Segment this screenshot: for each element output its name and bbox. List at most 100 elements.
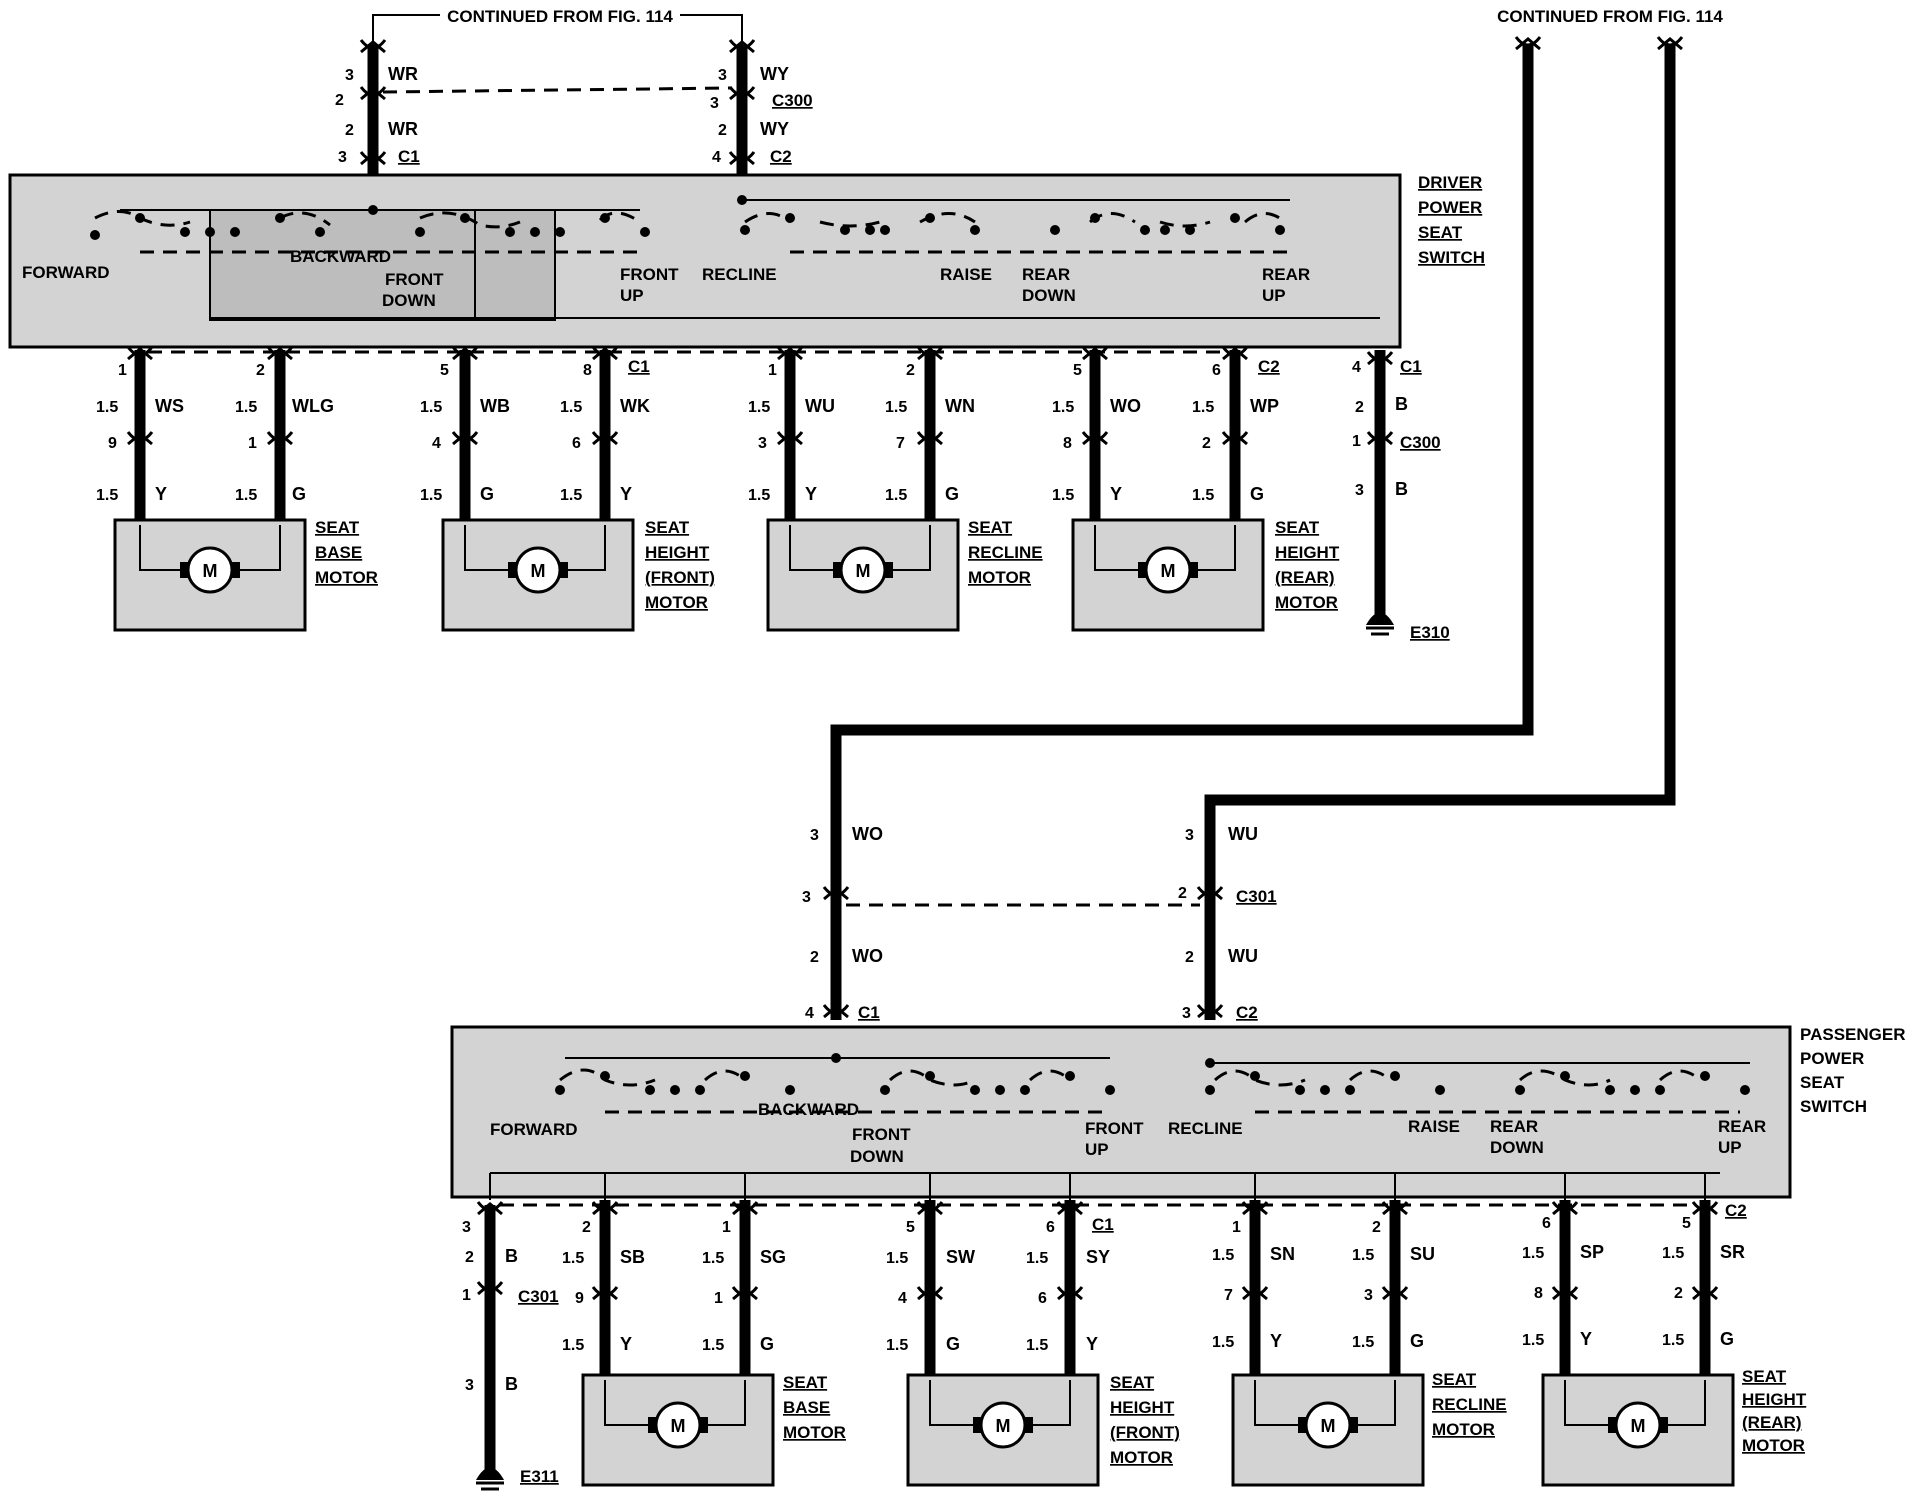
continued-label-right: CONTINUED FROM FIG. 114 <box>1497 7 1723 26</box>
driver-c300-link <box>382 86 733 94</box>
motor-icon: M <box>1608 1401 1668 1449</box>
wire-color: WR <box>388 64 418 84</box>
pin: 3 <box>338 149 347 166</box>
wire-color: WU <box>1228 824 1258 844</box>
motor-label: HEIGHT <box>645 543 710 562</box>
motor-symbol: M <box>1631 1416 1646 1436</box>
wire-color: WS <box>155 396 184 416</box>
passenger-fn-raise: RAISE <box>1408 1117 1460 1136</box>
wire-color: SW <box>946 1247 975 1267</box>
driver-out-2: 2 1.5 WLG 1 1.5 G <box>235 345 334 525</box>
passenger-fn-forward: FORWARD <box>490 1120 578 1139</box>
pin: 8 <box>583 362 592 379</box>
motor-label: MOTOR <box>783 1423 846 1442</box>
wire-color: Y <box>805 484 817 504</box>
motor-icon: M <box>648 1401 708 1449</box>
pin: 6 <box>1038 1290 1047 1307</box>
connector-c2: C2 <box>1258 357 1280 376</box>
driver-seat-base-motor: M SEAT BASE MOTOR <box>113 518 378 632</box>
motor-label: HEIGHT <box>1742 1390 1807 1409</box>
wire-size: 1.5 <box>1052 487 1074 504</box>
driver-motors: M SEAT BASE MOTOR M SEAT HEIGHT (FRONT) … <box>113 518 1340 632</box>
pin: 3 <box>1355 482 1364 499</box>
wire-size: 1.5 <box>1522 1245 1544 1262</box>
wire-color: B <box>505 1374 518 1394</box>
driver-ground: 4 C1 2 B 1 C300 3 B E310 <box>1352 350 1450 642</box>
wire-size: 1.5 <box>1052 399 1074 416</box>
continued-label-left: CONTINUED FROM FIG. 114 <box>447 7 673 26</box>
driver-fn-front-2: FRONT <box>620 265 679 284</box>
passenger-fn-down-1: DOWN <box>850 1147 904 1166</box>
driver-fn-front-1: FRONT <box>385 270 444 289</box>
wire-size: 1.5 <box>1026 1337 1048 1354</box>
wire-color: SU <box>1410 1244 1435 1264</box>
wire-size: 1.5 <box>1026 1250 1048 1267</box>
wire-size: 1.5 <box>235 399 257 416</box>
wire-size: 1.5 <box>96 487 118 504</box>
wire-color: Y <box>1110 484 1122 504</box>
pin: 7 <box>1224 1287 1233 1304</box>
driver-out-8: 6 1.5 WP C2 2 1.5 G <box>1192 345 1280 525</box>
wire-color: G <box>1720 1329 1734 1349</box>
wire-size: 1.5 <box>420 399 442 416</box>
wire-size: 1.5 <box>1212 1247 1234 1264</box>
wire-color: Y <box>155 484 167 504</box>
wire-color: SY <box>1086 1247 1110 1267</box>
wire-color: B <box>1395 479 1408 499</box>
pin: 3 <box>810 827 819 844</box>
pin: 2 <box>256 362 265 379</box>
driver-out-4: 8 1.5 WK C1 6 1.5 Y <box>560 345 650 525</box>
pin: 2 <box>1185 949 1194 966</box>
wire-size: 1.5 <box>748 487 770 504</box>
passenger-fn-up-2: UP <box>1085 1140 1109 1159</box>
pin: 7 <box>896 435 905 452</box>
passenger-switch-label: PASSENGER POWER SEAT SWITCH <box>1800 1025 1906 1116</box>
motor-label: BASE <box>315 543 362 562</box>
motor-icon: M <box>508 546 568 594</box>
label-line: POWER <box>1800 1049 1864 1068</box>
wire-size: 1.5 <box>1522 1332 1544 1349</box>
pin: 3 <box>462 1219 471 1236</box>
wire-size: 1.5 <box>885 399 907 416</box>
motor-label: MOTOR <box>1742 1436 1805 1455</box>
driver-fn-down-3: DOWN <box>1022 286 1076 305</box>
ground-e311: E311 <box>520 1467 559 1486</box>
motor-label: MOTOR <box>1110 1448 1173 1467</box>
wire-color: G <box>760 1334 774 1354</box>
driver-seat-recline-motor: M SEAT RECLINE MOTOR <box>766 518 1043 632</box>
wire-color: B <box>1395 394 1408 414</box>
wire-color: Y <box>1580 1329 1592 1349</box>
driver-fn-rear-2: REAR <box>1262 265 1310 284</box>
pin: 4 <box>712 149 721 166</box>
pin: 4 <box>1352 359 1361 376</box>
motor-symbol: M <box>1161 561 1176 581</box>
pin: 3 <box>802 889 811 906</box>
pin: 2 <box>335 92 344 109</box>
passenger-out-6: 2 1.5 SU 3 1.5 G <box>1352 1200 1435 1380</box>
connector-c2: C2 <box>1725 1201 1747 1220</box>
label-line: SWITCH <box>1800 1097 1867 1116</box>
wire-color: G <box>1410 1331 1424 1351</box>
pin: 5 <box>440 362 449 379</box>
connector-c301: C301 <box>518 1287 559 1306</box>
pin: 2 <box>582 1219 591 1236</box>
pin: 8 <box>1063 435 1072 452</box>
wire-color: SG <box>760 1247 786 1267</box>
wire-size: 1.5 <box>1212 1334 1234 1351</box>
wire-color: G <box>1250 484 1264 504</box>
connector-c2: C2 <box>1236 1003 1258 1022</box>
passenger-fn-rear-2: REAR <box>1718 1117 1766 1136</box>
ground-icon <box>1366 612 1394 636</box>
motor-label: RECLINE <box>968 543 1043 562</box>
passenger-out-5: 1 1.5 SN 7 1.5 Y <box>1212 1200 1295 1380</box>
driver-fn-backward: BACKWARD <box>290 247 391 266</box>
wire-color: B <box>505 1246 518 1266</box>
wire-color: SP <box>1580 1242 1604 1262</box>
motor-label: MOTOR <box>315 568 378 587</box>
motor-label: SEAT <box>1275 518 1320 537</box>
driver-feed-c1: 3 2 2 3 WR WR C1 <box>335 38 420 175</box>
motor-label: MOTOR <box>968 568 1031 587</box>
driver-fn-up-2: UP <box>620 286 644 305</box>
wire-color: WB <box>480 396 510 416</box>
